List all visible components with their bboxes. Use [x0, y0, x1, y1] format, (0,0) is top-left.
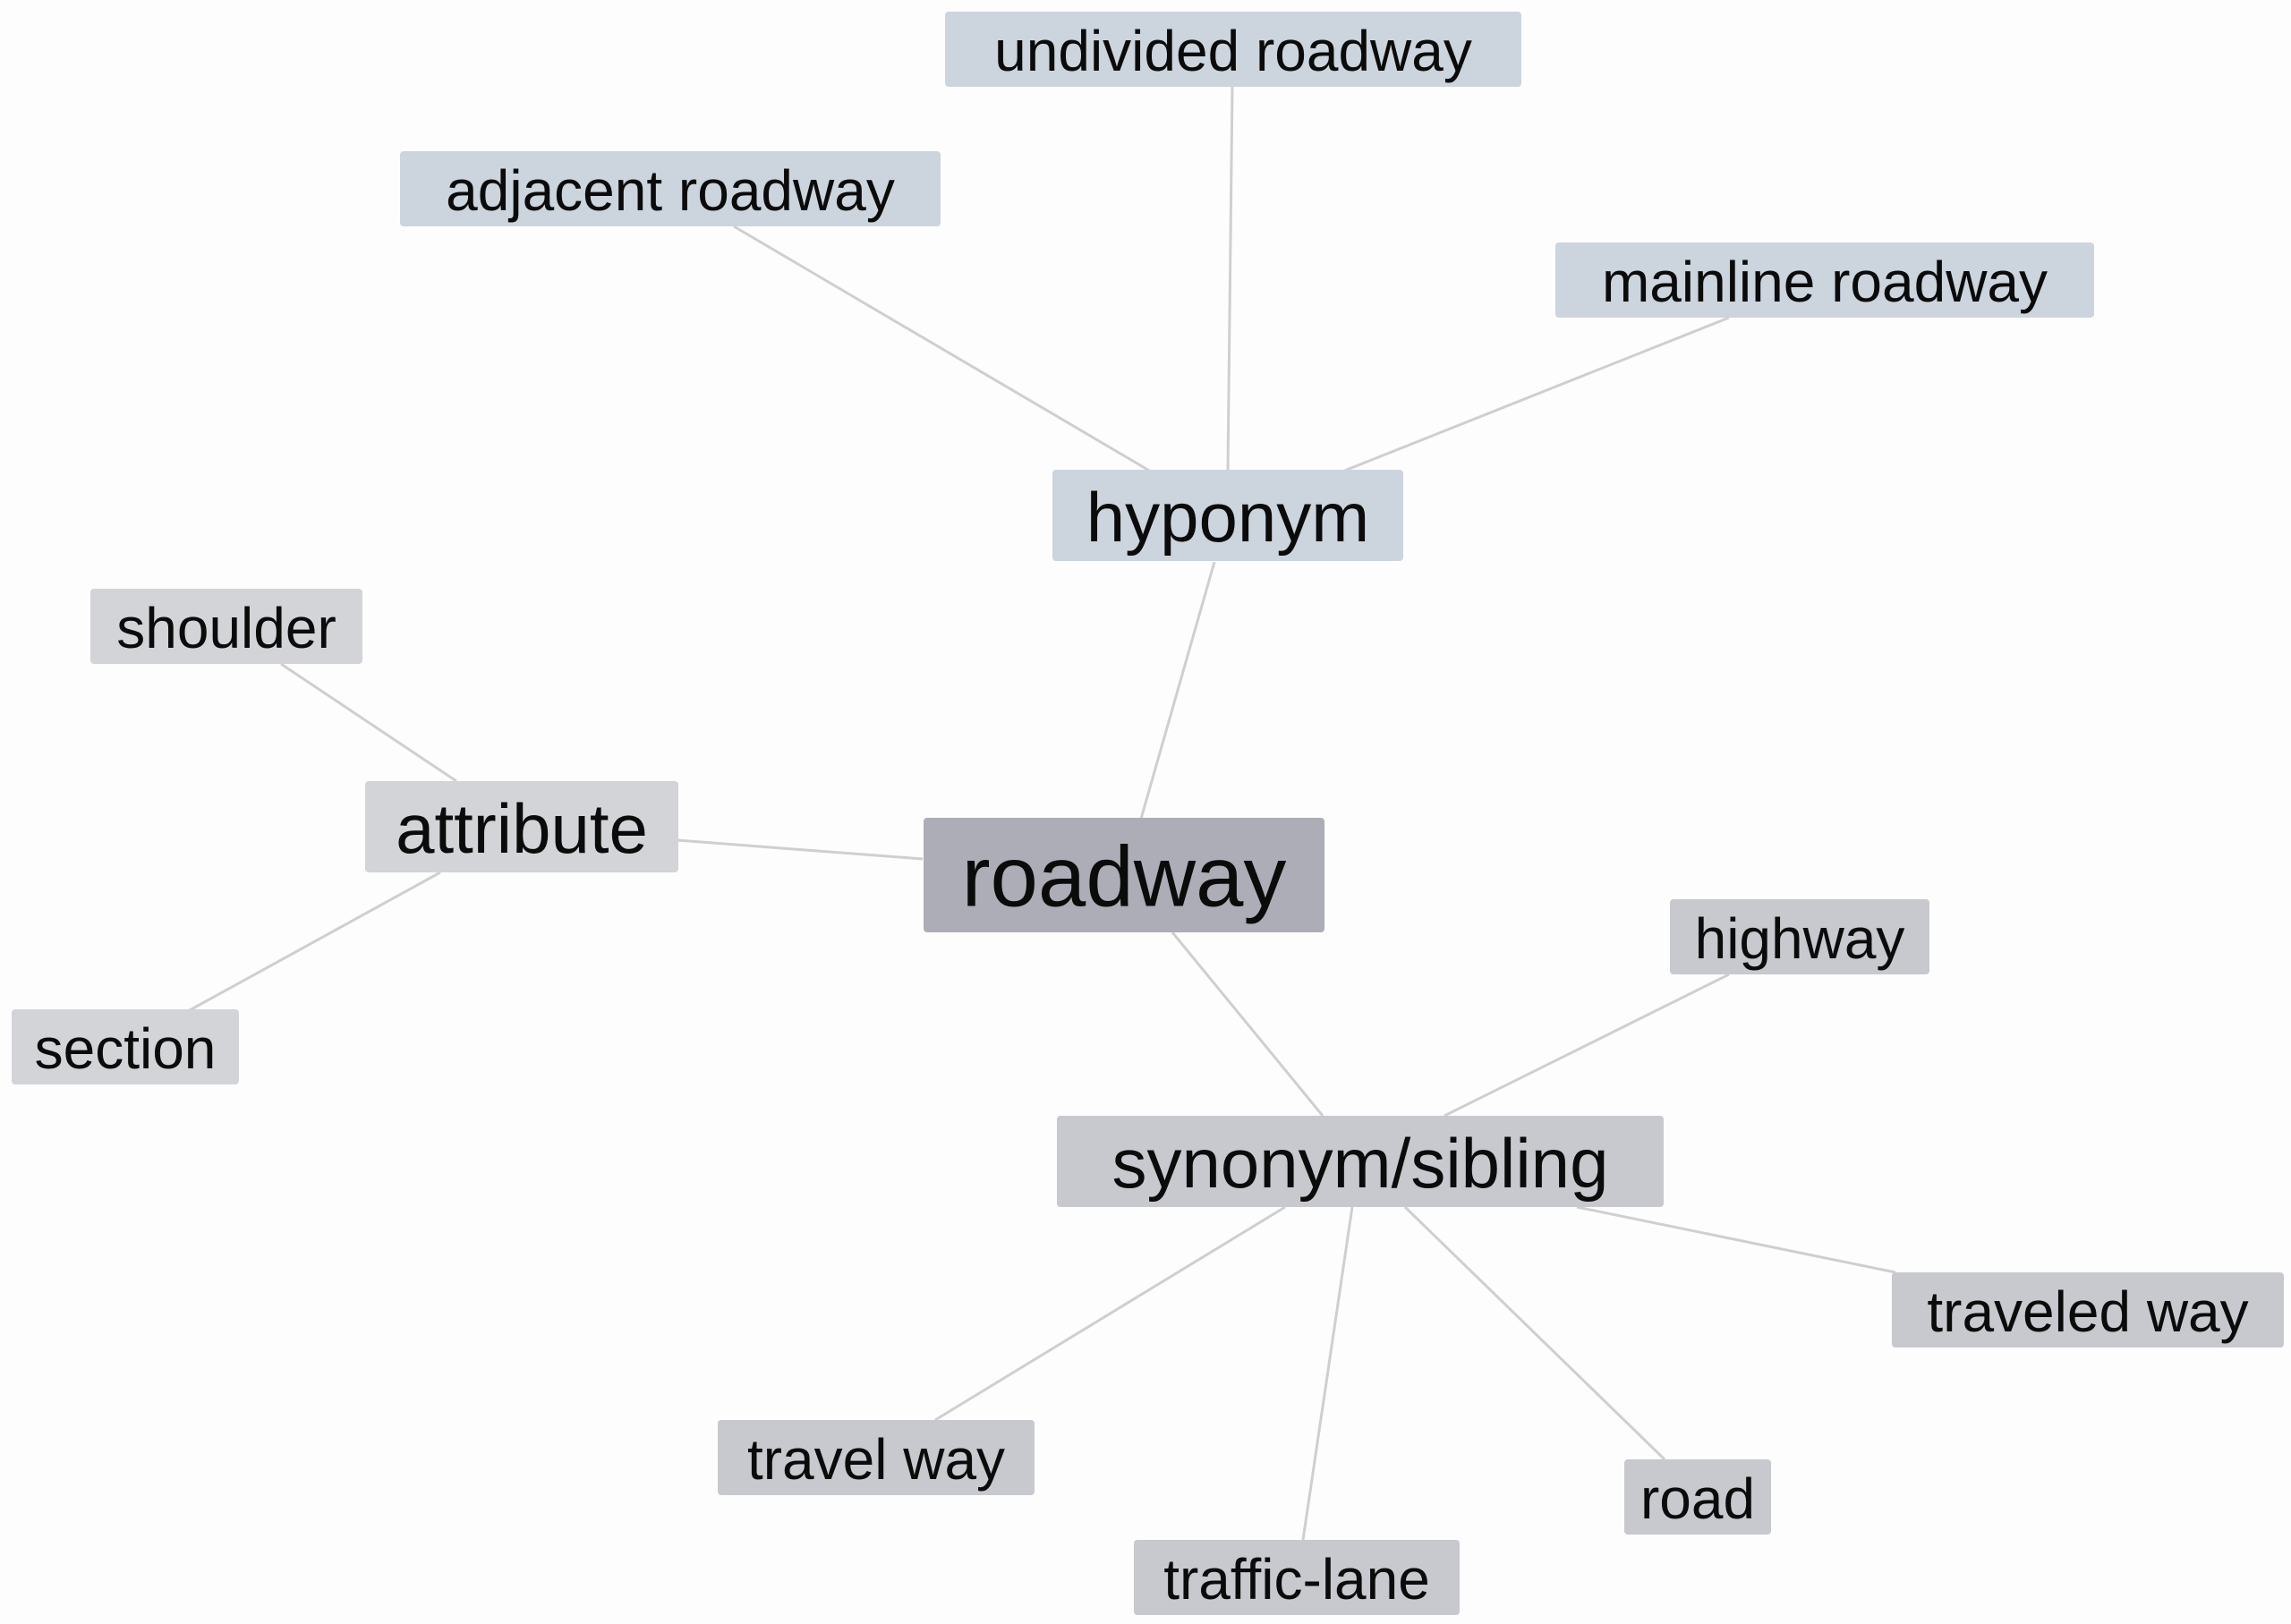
- node-box-shoulder: [90, 589, 362, 664]
- node-label-mainline-roadway: mainline roadway: [1602, 250, 2048, 314]
- edge-synonym-sibling-to-traveled-way: [1576, 1205, 1896, 1274]
- edge-attribute-to-shoulder: [280, 662, 457, 783]
- node-box-attribute: [365, 781, 678, 872]
- edge-synonym-sibling-to-road: [1403, 1205, 1666, 1461]
- node-label-undivided-roadway: undivided roadway: [994, 19, 1472, 83]
- edge-hyponym-to-adjacent-roadway: [733, 225, 1152, 473]
- edge-hyponym-to-undivided-roadway: [1226, 86, 1234, 471]
- node-box-mainline-roadway: [1555, 242, 2094, 318]
- graph-nodes: roadway hyponym attribute synonym/sibling un…: [12, 12, 2284, 1615]
- node-traffic-lane[interactable]: traffic-lane: [1134, 1540, 1460, 1615]
- edge-roadway-to-synonym-sibling: [1171, 931, 1324, 1117]
- node-roadway[interactable]: roadway: [924, 818, 1324, 932]
- node-section[interactable]: section: [12, 1009, 239, 1084]
- node-label-adjacent-roadway: adjacent roadway: [446, 158, 895, 223]
- edge-roadway-to-attribute: [677, 838, 924, 861]
- edge-synonym-sibling-to-travel-way: [934, 1205, 1286, 1422]
- node-shoulder[interactable]: shoulder: [90, 589, 362, 664]
- node-undivided-roadway[interactable]: undivided roadway: [945, 12, 1521, 87]
- node-label-synonym-sibling: synonym/sibling: [1112, 1124, 1609, 1203]
- node-label-traveled-way: traveled way: [1927, 1280, 2248, 1344]
- node-attribute[interactable]: attribute: [365, 781, 678, 872]
- node-label-roadway: roadway: [962, 829, 1287, 925]
- node-mainline-roadway[interactable]: mainline roadway: [1555, 242, 2094, 318]
- node-label-section: section: [35, 1016, 217, 1081]
- node-box-traveled-way: [1892, 1272, 2284, 1348]
- node-box-highway: [1670, 899, 1929, 974]
- graph-edges: [189, 86, 1896, 1541]
- node-label-hyponym: hyponym: [1086, 478, 1370, 557]
- node-adjacent-roadway[interactable]: adjacent roadway: [400, 151, 941, 226]
- node-box-section: [12, 1009, 239, 1084]
- node-synonym-sibling[interactable]: synonym/sibling: [1057, 1116, 1664, 1207]
- edge-attribute-to-section: [189, 871, 441, 1012]
- node-box-road: [1624, 1459, 1771, 1535]
- edge-hyponym-to-mainline-roadway: [1341, 316, 1730, 473]
- node-travel-way[interactable]: travel way: [718, 1420, 1035, 1495]
- node-hyponym[interactable]: hyponym: [1052, 470, 1403, 561]
- node-label-travel-way: travel way: [747, 1427, 1005, 1492]
- node-highway[interactable]: highway: [1670, 899, 1929, 974]
- node-label-shoulder: shoulder: [116, 596, 336, 660]
- node-road[interactable]: road: [1624, 1459, 1771, 1535]
- node-box-undivided-roadway: [945, 12, 1521, 87]
- node-box-synonym-sibling: [1057, 1116, 1664, 1207]
- node-label-attribute: attribute: [396, 789, 648, 868]
- node-label-highway: highway: [1695, 906, 1905, 971]
- node-traveled-way[interactable]: traveled way: [1892, 1272, 2284, 1348]
- node-box-hyponym: [1052, 470, 1403, 561]
- node-label-road: road: [1640, 1467, 1755, 1531]
- node-label-traffic-lane: traffic-lane: [1163, 1547, 1430, 1611]
- edge-roadway-to-hyponym: [1139, 561, 1216, 820]
- node-box-traffic-lane: [1134, 1540, 1460, 1615]
- node-box-adjacent-roadway: [400, 151, 941, 226]
- node-box-roadway: [924, 818, 1324, 932]
- node-box-travel-way: [718, 1420, 1035, 1495]
- edge-synonym-sibling-to-highway: [1444, 973, 1730, 1118]
- edge-synonym-sibling-to-traffic-lane: [1301, 1206, 1354, 1541]
